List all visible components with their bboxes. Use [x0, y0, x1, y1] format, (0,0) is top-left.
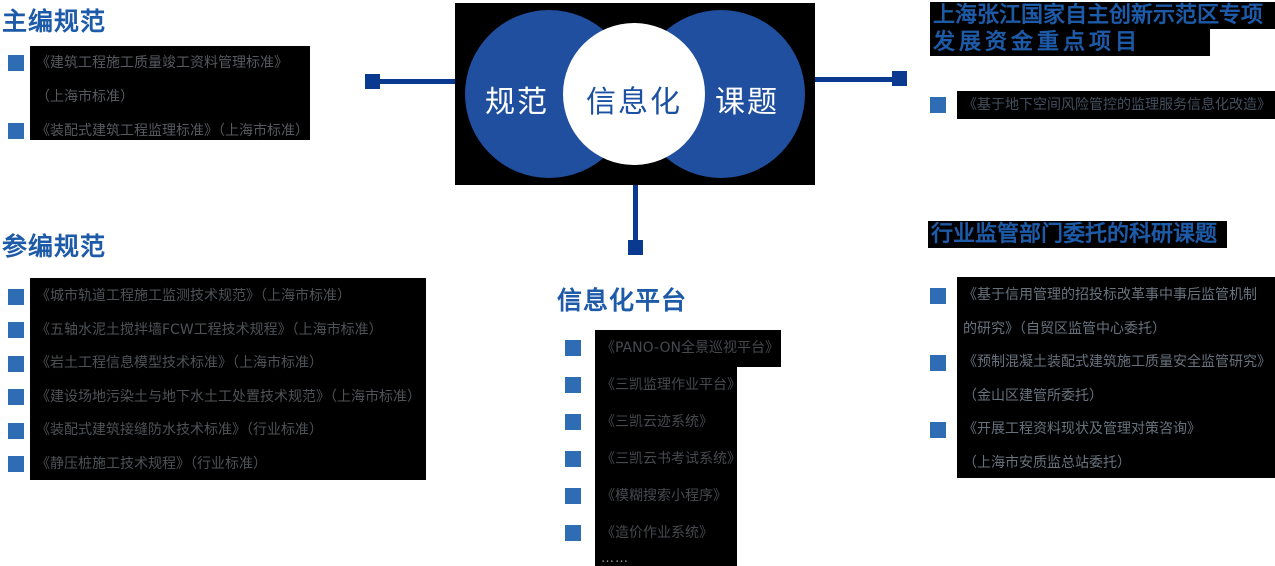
list-item-line: 《静压桩施工技术规程》（行业标准）: [36, 455, 267, 472]
square-bullet-icon: [8, 55, 24, 71]
connector-bottom-line: [633, 185, 638, 242]
co-edited-standards-highlight-box: 《城市轨道工程施工监测技术规范》（上海市标准） 《五轴水泥土搅拌墙FCW工程技术…: [30, 278, 426, 480]
square-bullet-icon: [565, 340, 581, 356]
square-bullet-icon: [8, 123, 24, 139]
square-bullet-icon: [8, 456, 24, 472]
list-item-line: 《预制混凝土装配式建筑施工质量安全监管研究》: [963, 354, 1271, 370]
list-item-line: 《三凯云迹系统》: [601, 414, 713, 430]
list-item-line: 《城市轨道工程施工监测技术规范》（上海市标准）: [36, 288, 351, 304]
zhangjiang-project-highlight-box: 《基于地下空间风险管控的监理服务信息化改造》: [957, 91, 1275, 119]
square-bullet-icon: [8, 322, 24, 338]
list-item-line: 的研究》（自贸区监管中心委托）: [963, 320, 1166, 337]
square-bullet-icon: [565, 414, 581, 430]
list-item-line: （上海市标准）: [36, 89, 134, 105]
zhangjiang-project-title-line2: 发展资金重点项目: [930, 29, 1210, 56]
list-item-line: （上海市安质监总站委托）: [963, 454, 1131, 471]
square-bullet-icon: [565, 488, 581, 504]
connector-right-end-icon: [892, 71, 907, 86]
venn-label-standards: 规范: [485, 85, 549, 120]
connector-right-line: [815, 77, 893, 82]
square-bullet-icon: [8, 389, 24, 405]
square-bullet-icon: [565, 451, 581, 467]
square-bullet-icon: [930, 422, 946, 438]
square-bullet-icon: [930, 97, 946, 113]
connector-bottom-end-icon: [628, 240, 643, 255]
informatization-platform-title: 信息化平台: [557, 286, 688, 315]
venn-circle-informatization: [563, 23, 705, 165]
connector-left-line: [380, 79, 455, 84]
square-bullet-icon: [930, 355, 946, 371]
list-item-line: 《装配式建筑接缝防水技术标准》（行业标准）: [36, 422, 323, 438]
list-item-line: 《五轴水泥土搅拌墙FCW工程技术规程》（上海市标准）: [36, 321, 383, 338]
venn-label-topics: 课题: [715, 85, 779, 120]
square-bullet-icon: [565, 377, 581, 393]
list-more-ellipsis: ……: [601, 551, 629, 566]
zhangjiang-project-title-line1: 上海张江国家自主创新示范区专项: [930, 2, 1275, 29]
list-item-line: 《基于地下空间风险管控的监理服务信息化改造》: [963, 97, 1271, 113]
list-item-line: 《PANO-ON全景巡视平台》: [595, 330, 781, 367]
informatization-platform-highlight-box: 《PANO-ON全景巡视平台》 《三凯监理作业平台》 《三凯云迹系统》 《三凯云…: [595, 330, 781, 566]
square-bullet-icon: [930, 288, 946, 304]
connector-left-end-icon: [365, 74, 380, 89]
square-bullet-icon: [8, 289, 24, 305]
list-item-line: （金山区建管所委托）: [963, 387, 1103, 404]
square-bullet-icon: [565, 525, 581, 541]
main-standards-title: 主编规范: [2, 7, 107, 36]
research-topics-title: 行业监管部门委托的科研课题: [928, 221, 1228, 248]
square-bullet-icon: [8, 356, 24, 372]
list-item-line: 《模糊搜索小程序》: [601, 488, 727, 504]
research-topics-highlight-box: 《基于信用管理的招投标改革事中事后监管机制 的研究》（自贸区监管中心委托） 《预…: [957, 277, 1275, 478]
list-item-line: 《岩土工程信息模型技术标准》（上海市标准）: [36, 355, 323, 371]
list-item-line: 《建设场地污染土与地下水土工处置技术规范》（上海市标准）: [36, 388, 421, 405]
co-edited-standards-title: 参编规范: [2, 232, 107, 261]
list-item-line: 《开展工程资料现状及管理对策咨询》: [963, 421, 1201, 437]
list-item-line: 《装配式建筑工程监理标准》（上海市标准）: [36, 123, 309, 139]
square-bullet-icon: [8, 423, 24, 439]
venn-diagram: 规范 信息化 课题: [455, 3, 815, 185]
venn-label-informatization: 信息化: [586, 85, 682, 120]
main-standards-highlight-box: 《建筑工程施工质量竣工资料管理标准》 （上海市标准） 《装配式建筑工程监理标准》…: [30, 46, 310, 140]
list-item-line: 《造价作业系统》: [601, 525, 713, 541]
list-item-line: 《基于信用管理的招投标改革事中事后监管机制: [963, 287, 1257, 303]
list-item-line: 《建筑工程施工质量竣工资料管理标准》: [36, 55, 288, 71]
list-item-line: 《三凯云书考试系统》: [601, 451, 741, 467]
list-item-line: 《三凯监理作业平台》: [601, 377, 741, 393]
